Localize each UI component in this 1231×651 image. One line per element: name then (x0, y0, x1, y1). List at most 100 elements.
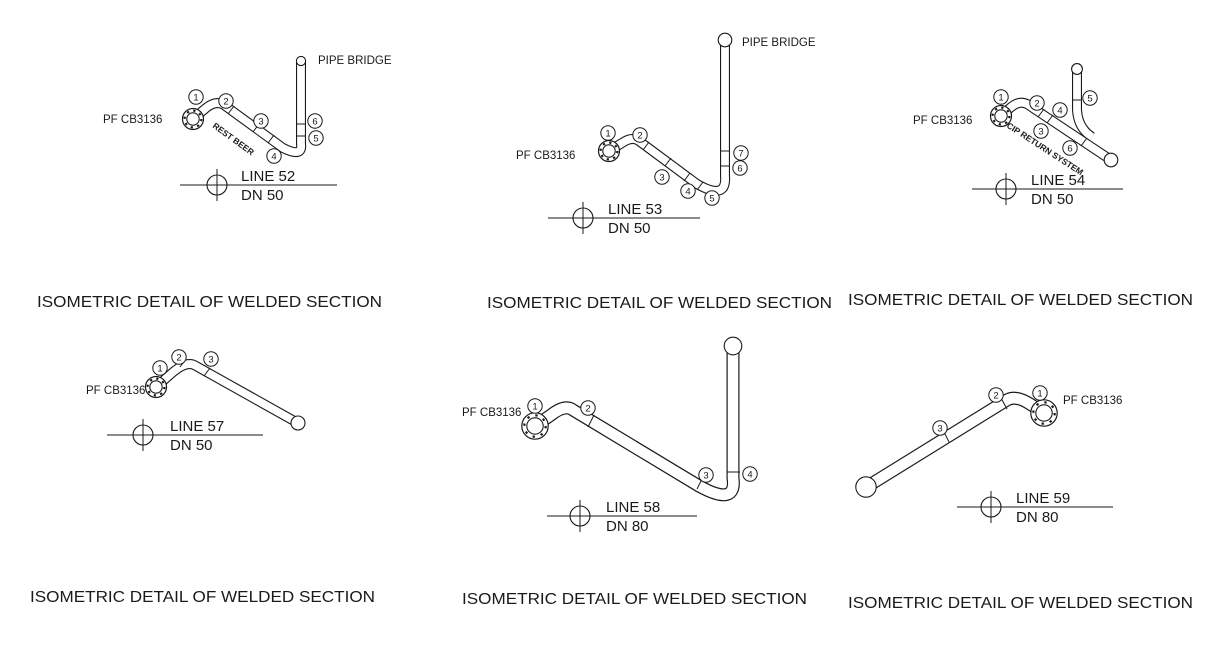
pipe-run-fill (998, 98, 1114, 164)
flange-bolt-ring (599, 141, 619, 161)
weld-balloon-number: 1 (1037, 388, 1042, 399)
weld-seam (267, 134, 275, 144)
weld-balloon-number: 2 (585, 403, 590, 414)
weld-balloon-number: 2 (637, 130, 642, 141)
weld-seam (203, 367, 211, 377)
weld-balloon-number: 4 (747, 469, 752, 480)
line-number-label: LINE 59 (1016, 490, 1070, 507)
weld-balloon (253, 113, 269, 129)
flange-inner (602, 144, 616, 158)
line-number-label: LINE 52 (241, 168, 295, 185)
weld-balloon-number: 3 (1038, 126, 1043, 137)
detail-caption: ISOMETRIC DETAIL OF WELDED SECTION (487, 295, 832, 312)
weld-balloon (171, 349, 187, 365)
weld-balloon (1052, 102, 1068, 118)
line-callout: LINE 57 DN 50 (107, 418, 263, 454)
weld-balloon (704, 190, 720, 206)
line-callout: LINE 58 DN 80 (547, 499, 697, 535)
weld-balloon-number: 3 (208, 354, 213, 365)
flange-bolt-ring (183, 109, 203, 129)
weld-balloon-number: 2 (1034, 98, 1039, 109)
flange (181, 107, 205, 131)
branch-pipe-fill (1073, 70, 1095, 141)
weld-balloon (218, 93, 234, 109)
flange-inner (1035, 404, 1053, 422)
pf-label: PF CB3136 (462, 407, 521, 419)
weld-seam (696, 181, 704, 191)
weld-balloon-number: 3 (258, 116, 263, 127)
line-callout: LINE 54 DN 50 (972, 172, 1123, 208)
weld-balloon-number: 1 (532, 401, 537, 412)
weld-balloon (1033, 123, 1049, 139)
weld-balloon (733, 145, 749, 161)
line-callout: LINE 52 DN 50 (180, 168, 337, 204)
weld-balloon (988, 387, 1004, 403)
weld-balloon-number: 4 (685, 186, 690, 197)
weld-balloons: 1 2 3 4 5 6 (188, 89, 324, 164)
detail-line-58: 1 2 3 4 PF CB3136 LINE 58 DN 80 ISOMETRI… (462, 336, 807, 608)
flange-bolt-ring (523, 414, 547, 438)
pipe-end-cap (290, 415, 306, 431)
weld-balloon-number: 1 (157, 363, 162, 374)
weld-balloon (1062, 140, 1078, 156)
weld-balloon (993, 89, 1009, 105)
pipe-run-fill (865, 392, 1047, 491)
line-number-label: LINE 58 (606, 499, 660, 516)
weld-balloon (152, 360, 168, 376)
line-number-label: LINE 57 (170, 418, 224, 435)
weld-balloon-number: 5 (313, 133, 318, 144)
detail-line-53: 1 2 3 4 5 6 7 PF CB3136 PIPE BRIDGE LINE… (487, 32, 832, 312)
weld-balloon (1082, 90, 1098, 106)
weld-balloon (580, 400, 596, 416)
pipe-end-cap (295, 55, 307, 67)
weld-balloon-number: 7 (738, 148, 743, 159)
weld-balloon (203, 351, 219, 367)
pipe-end-cap (855, 476, 877, 498)
weld-balloons: 1 2 3 (932, 385, 1048, 436)
flange-inner (186, 112, 200, 126)
detail-line-57: 1 2 3 PF CB3136 LINE 57 DN 50 ISOMETRIC … (30, 349, 375, 606)
weld-balloon-number: 6 (1067, 143, 1072, 154)
weld-balloons: 1 2 3 4 5 6 7 (600, 125, 749, 206)
weld-seam (587, 414, 595, 428)
pipe-end-cap (717, 32, 733, 48)
flange (989, 104, 1013, 128)
weld-balloon-number: 4 (1057, 105, 1062, 116)
flange (144, 375, 168, 399)
pipe-end-cap (1103, 152, 1119, 168)
weld-balloons: 1 2 3 (152, 349, 219, 376)
weld-seam (664, 157, 672, 167)
weld-balloon-number: 2 (223, 96, 228, 107)
weld-balloon-number: 3 (703, 470, 708, 481)
line-callout-symbol (572, 207, 594, 229)
weld-balloon-number: 6 (312, 116, 317, 127)
weld-balloon-number: 3 (937, 423, 942, 434)
flange (1030, 399, 1058, 427)
detail-line-59: 1 2 3 PF CB3136 LINE 59 DN 80 ISOMETRIC … (848, 385, 1193, 612)
weld-balloon-number: 2 (176, 352, 181, 363)
flange-inner (149, 380, 163, 394)
pipe-run-fill (190, 62, 306, 157)
weld-balloon-number: 1 (998, 92, 1003, 103)
pf-label: PF CB3136 (913, 115, 972, 127)
weld-balloon (1032, 385, 1048, 401)
pipe-end-cap (1071, 63, 1083, 75)
weld-balloon (732, 160, 748, 176)
weld-balloon (188, 89, 204, 105)
pf-label: PF CB3136 (103, 114, 162, 126)
detail-line-52: 1 2 3 4 5 6 PF CB3136 PIPE BRIDGE REST B… (37, 55, 392, 311)
weld-balloon (307, 113, 323, 129)
line-callout-symbol (132, 424, 154, 446)
line-callout-symbol (995, 178, 1017, 200)
detail-caption: ISOMETRIC DETAIL OF WELDED SECTION (462, 591, 807, 608)
dn-label: DN 80 (1016, 509, 1059, 526)
weld-balloon-number: 1 (193, 92, 198, 103)
flange (521, 412, 549, 440)
line-callout: LINE 53 DN 50 (548, 201, 700, 237)
weld-balloon (527, 398, 543, 414)
line-callout-symbol (206, 174, 228, 196)
pipe-bridge-label: PIPE BRIDGE (318, 55, 392, 67)
flange-inner (994, 109, 1008, 123)
